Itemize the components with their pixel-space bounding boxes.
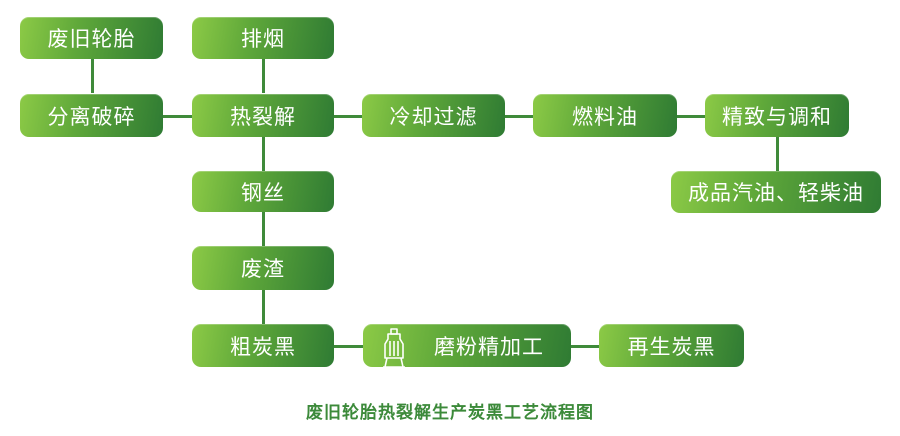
node-waste-residue-label: 废渣	[241, 257, 285, 281]
connector-tire-crushing	[91, 59, 94, 93]
node-fuel-oil: 燃料油	[533, 94, 677, 137]
connector-cooling-fueloil	[505, 115, 533, 118]
connector-steel-residue	[262, 212, 265, 246]
node-waste-tire-label: 废旧轮胎	[47, 27, 136, 51]
connector-pyrolysis-steel	[262, 137, 265, 171]
connector-refine-products	[776, 137, 779, 171]
node-cooling-filter: 冷却过滤	[362, 94, 505, 137]
connector-fueloil-refine	[677, 115, 705, 118]
node-smoke-exhaust: 排烟	[192, 17, 334, 59]
node-pyrolysis-label: 热裂解	[230, 104, 296, 129]
node-waste-tire: 废旧轮胎	[20, 17, 163, 59]
connector-grinding-recycled	[571, 345, 599, 348]
connector-crushing-pyrolysis	[163, 115, 192, 118]
node-refine-blend-label: 精致与调和	[722, 104, 832, 129]
connector-smoke-pyrolysis	[262, 59, 265, 93]
node-grinding-label: 磨粉精加工	[434, 334, 544, 359]
diagram-caption: 废旧轮胎热裂解生产炭黑工艺流程图	[306, 403, 594, 423]
node-crude-carbon-black-label: 粗炭黑	[230, 334, 296, 359]
node-finished-products: 成品汽油、轻柴油	[671, 171, 881, 213]
node-fuel-oil-label: 燃料油	[572, 104, 638, 129]
node-grinding: 磨粉精加工	[363, 324, 571, 368]
node-steel-wire: 钢丝	[192, 171, 334, 212]
grinding-mill-icon	[383, 328, 405, 368]
node-cooling-filter-label: 冷却过滤	[389, 104, 478, 129]
node-crushing-label: 分离破碎	[47, 104, 136, 129]
connector-residue-crude	[262, 290, 265, 324]
node-recycled-carbon-black-label: 再生炭黑	[627, 334, 716, 359]
node-crushing: 分离破碎	[20, 94, 163, 137]
node-waste-residue: 废渣	[192, 246, 334, 290]
node-crude-carbon-black: 粗炭黑	[192, 324, 334, 367]
node-recycled-carbon-black: 再生炭黑	[599, 324, 744, 367]
node-refine-blend: 精致与调和	[705, 94, 849, 137]
connector-crude-grinding	[334, 345, 363, 348]
node-steel-wire-label: 钢丝	[241, 180, 285, 205]
node-smoke-exhaust-label: 排烟	[241, 27, 285, 51]
connector-pyrolysis-cooling	[334, 115, 362, 118]
node-finished-products-label: 成品汽油、轻柴油	[688, 181, 864, 205]
node-pyrolysis: 热裂解	[192, 94, 334, 137]
